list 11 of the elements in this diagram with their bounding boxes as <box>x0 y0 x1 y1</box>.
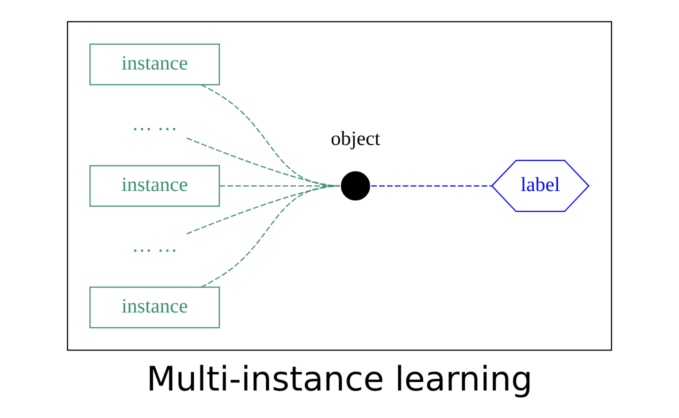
caption: Multi-instance learning <box>146 360 533 399</box>
node-text: … … <box>132 234 178 257</box>
node-label: object <box>330 128 380 150</box>
connector <box>200 185 340 288</box>
node-text: … … <box>132 113 178 136</box>
node-box: instance <box>89 286 220 328</box>
connector <box>371 185 492 186</box>
node-box: instance <box>89 44 220 86</box>
node-box: instance <box>89 165 220 207</box>
node-circle <box>340 171 370 201</box>
cluster <box>66 21 612 351</box>
